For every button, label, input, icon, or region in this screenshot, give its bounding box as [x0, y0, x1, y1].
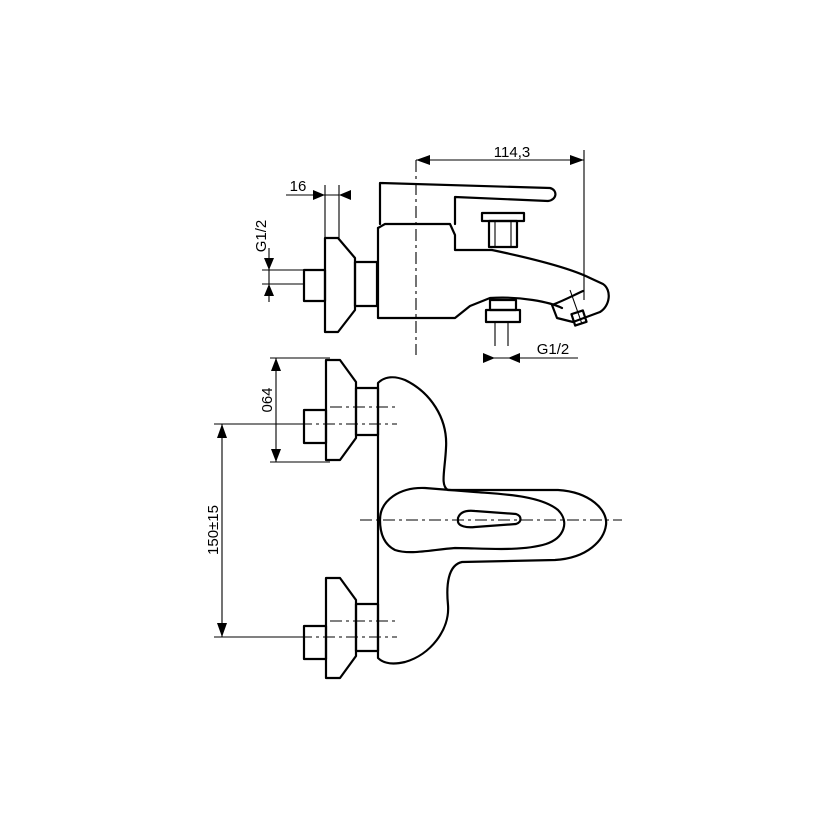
- dimension-inlet-thread: G1/2: [253, 220, 305, 302]
- dimension-16: 16: [286, 178, 351, 240]
- side-mixer-body: [376, 181, 610, 346]
- dimension-center-distance: 150±15: [205, 423, 304, 638]
- dimension-label-16: 16: [290, 178, 307, 195]
- dimension-connector-diameter: 064: [259, 357, 330, 463]
- dimension-label-outlet-thread: G1/2: [537, 341, 570, 358]
- side-view: 114,3 16 G1/2: [253, 144, 610, 363]
- dimension-label-inlet-thread: G1/2: [253, 220, 270, 253]
- dimension-outlet-thread: G1/2: [483, 341, 578, 363]
- front-mixer-body: [360, 376, 622, 665]
- upper-wall-connector: [300, 358, 397, 462]
- dimension-114-3: 114,3: [416, 144, 585, 300]
- dimension-label-connector-diameter: 064: [259, 387, 276, 412]
- side-wall-connector: [302, 236, 379, 334]
- dimension-label-114-3: 114,3: [494, 144, 530, 161]
- lower-wall-connector: [300, 576, 397, 680]
- dimension-label-center-distance: 150±15: [205, 505, 222, 555]
- front-view: 064 150±15: [205, 357, 622, 680]
